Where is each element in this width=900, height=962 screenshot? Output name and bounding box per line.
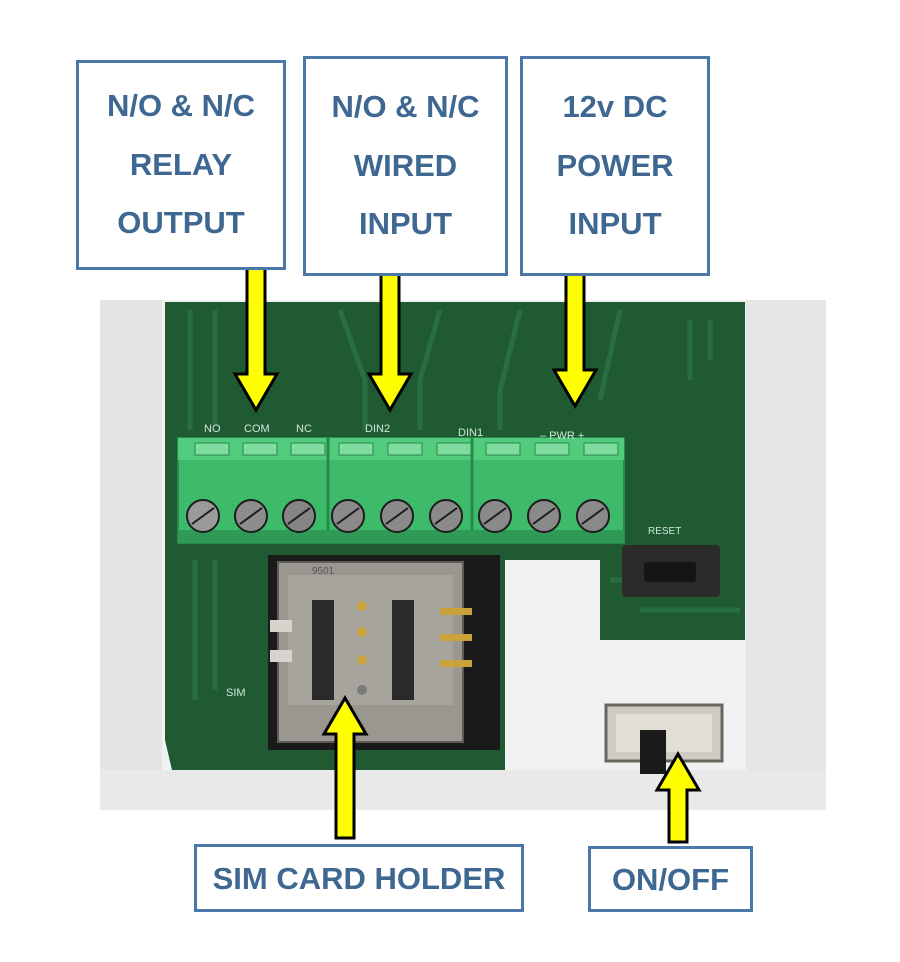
callout-power-input-line3: INPUT (568, 206, 662, 242)
label-nc: NC (296, 423, 312, 435)
label-din1: DIN1 (458, 427, 483, 439)
callout-relay-output-line3: OUTPUT (117, 205, 245, 241)
callout-wired-input-line3: INPUT (359, 206, 452, 242)
callout-sim-card-holder-label: SIM CARD HOLDER (212, 860, 506, 896)
arrow-relay-output (232, 264, 280, 413)
arrows (232, 260, 702, 844)
callout-wired-input-line1: N/O & N/C (331, 88, 480, 124)
callout-relay-output: N/O & N/C RELAY OUTPUT (76, 60, 286, 270)
pcb-traces (187, 309, 740, 700)
label-sim-holder-mark: 9501 (312, 566, 335, 577)
label-com: COM (244, 423, 270, 435)
callout-on-off-label: ON/OFF (611, 861, 730, 897)
arrow-wired-input (366, 260, 414, 413)
reset-button (622, 545, 720, 597)
callout-relay-output-line2: RELAY (129, 146, 233, 182)
callout-sim-card-holder: SIM CARD HOLDER (194, 844, 524, 912)
callout-power-input-line2: POWER (556, 147, 674, 183)
terminal-tabs (194, 442, 619, 456)
callout-on-off: ON/OFF (588, 846, 753, 912)
label-reset: RESET (648, 526, 681, 537)
label-din2: DIN2 (365, 423, 390, 435)
label-sim: SIM (226, 687, 246, 699)
on-off-switch (604, 703, 724, 774)
callout-wired-input: N/O & N/C WIRED INPUT (303, 56, 508, 276)
arrow-sim-card-holder (321, 695, 369, 840)
label-no: NO (204, 423, 221, 435)
sim-card-holder: 9501 (268, 555, 500, 750)
arrow-on-off (654, 751, 702, 844)
callout-relay-output-line1: N/O & N/C (106, 87, 256, 123)
callout-power-input-line1: 12v DC (562, 88, 668, 124)
label-pwr: – PWR + (540, 430, 584, 442)
enclosure-left-wall (100, 300, 162, 810)
arrow-power-input (551, 260, 599, 409)
enclosure-right-wall (746, 300, 826, 810)
enclosure-bottom-wall (100, 770, 826, 810)
callout-power-input: 12v DC POWER INPUT (520, 56, 710, 276)
callout-wired-input-line2: WIRED (353, 147, 458, 183)
terminal-screws (186, 499, 610, 533)
